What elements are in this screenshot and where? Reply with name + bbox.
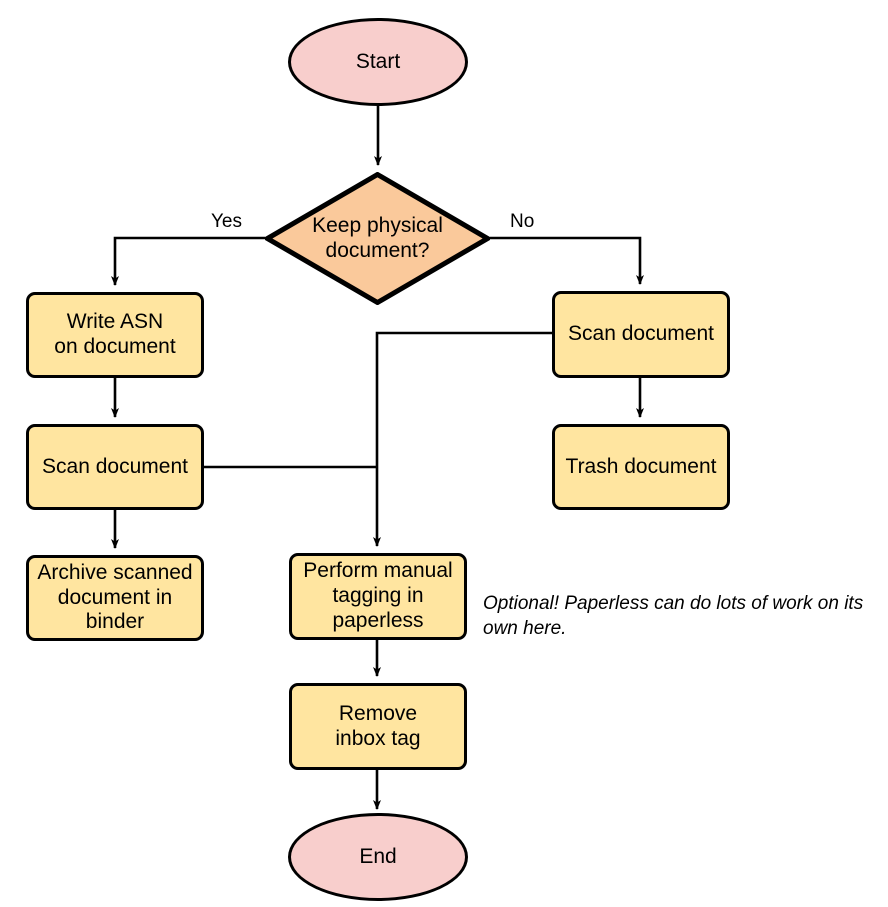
node-end-label: End: [359, 844, 397, 868]
diamond-shape: [265, 172, 490, 305]
node-start-label: Start: [355, 49, 401, 73]
node-scan-document-right-label: Scan document: [568, 322, 714, 346]
edge-decision-yes-to-write-asn: [111, 236, 265, 286]
node-scan-document-left-label: Scan document: [42, 454, 188, 478]
edge-decision-no-to-scan-right: [490, 236, 644, 285]
node-write-asn-label: Write ASN on document: [54, 310, 176, 358]
node-scan-document-right[interactable]: Scan document: [552, 291, 730, 378]
node-keep-physical-document-label: Keep physical document?: [312, 213, 443, 262]
annotation-optional-note: Optional! Paperless can do lots of work …: [483, 593, 864, 640]
node-start[interactable]: Start: [288, 18, 468, 106]
node-write-asn[interactable]: Write ASN on document: [26, 292, 204, 378]
node-archive-scanned-document[interactable]: Archive scanned document in binder: [26, 555, 204, 641]
node-trash-document-label: Trash document: [565, 454, 717, 478]
node-archive-scanned-document-label: Archive scanned document in binder: [37, 560, 193, 634]
node-remove-inbox-tag[interactable]: Remove inbox tag: [289, 683, 467, 770]
node-scan-document-left[interactable]: Scan document: [26, 424, 204, 510]
edge-label-no: No: [510, 211, 535, 232]
node-remove-inbox-tag-label: Remove inbox tag: [335, 701, 421, 750]
node-perform-manual-tagging[interactable]: Perform manual tagging in paperless: [289, 553, 467, 640]
edge-label-yes: Yes: [211, 211, 242, 232]
node-trash-document[interactable]: Trash document: [552, 424, 730, 510]
node-end[interactable]: End: [288, 813, 468, 901]
node-keep-physical-document[interactable]: Keep physical document?: [265, 172, 490, 305]
edge-scan-right-to-tagging-trunk: [373, 331, 552, 547]
node-perform-manual-tagging-label: Perform manual tagging in paperless: [303, 559, 453, 632]
